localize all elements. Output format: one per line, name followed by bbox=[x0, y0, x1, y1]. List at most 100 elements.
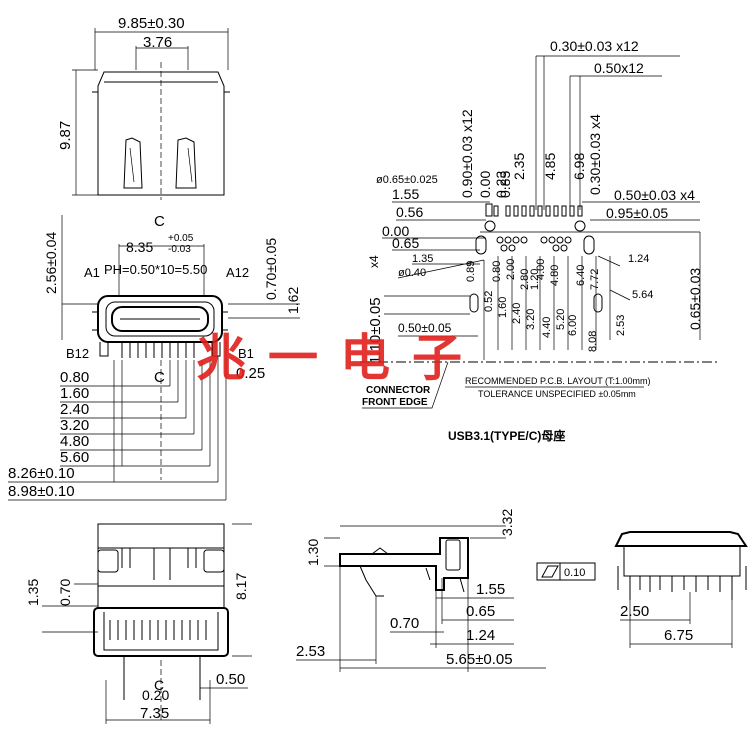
mid-width: 8.35 bbox=[126, 239, 153, 255]
side-d1: 1.55 bbox=[476, 581, 505, 598]
watermark-text: 兆一电子 bbox=[196, 328, 484, 387]
pcb-v5: 4.85 bbox=[542, 153, 558, 180]
pcb-m1: 0.80 bbox=[491, 261, 503, 282]
mid-tol-minus: -0.03 bbox=[168, 244, 191, 255]
b12-label: B12 bbox=[66, 346, 89, 361]
pcb-r1: 0.95±0.05 bbox=[606, 205, 668, 221]
top-height: 9.87 bbox=[57, 121, 74, 150]
front-left-height: 2.56±0.04 bbox=[43, 232, 59, 294]
pcb-pads bbox=[469, 203, 603, 313]
bottom-h3: 8.17 bbox=[233, 573, 249, 600]
center-line-mark-2: C bbox=[154, 369, 165, 386]
pcb-m12: 3.20 bbox=[525, 309, 537, 330]
side-d5: 2.53 bbox=[296, 643, 325, 660]
side-view: 1.30 3.32 1.55 0.65 0.70 1.24 2.53 5.65±… bbox=[296, 509, 546, 672]
pcb-layout: 0.30±0.03 x12 0.50x12 0.90±0.03 x12 0.00… bbox=[360, 38, 720, 409]
pcb-l6: ø0.40 bbox=[398, 267, 426, 279]
pcb-l3: 0.00 bbox=[382, 223, 409, 239]
width-160: 1.60 bbox=[60, 385, 89, 402]
pin-dim: 0.25 bbox=[236, 365, 265, 382]
pcb-v7: 0.30±0.03 x4 bbox=[587, 114, 603, 195]
pcb-m2: 2.00 bbox=[505, 259, 517, 280]
pcb-m7: 6.40 bbox=[575, 265, 587, 286]
pcb-l5: 1.35 bbox=[412, 253, 433, 265]
connector-note-1: CONNECTOR bbox=[366, 385, 431, 396]
center-line-mark: C bbox=[154, 213, 165, 230]
pcb-r2: 1.24 bbox=[628, 253, 649, 265]
right-w2: 6.75 bbox=[664, 627, 693, 644]
width-480: 4.80 bbox=[60, 433, 89, 450]
layout-note-1: RECOMMENDED P.C.B. LAYOUT (T:1.00mm) bbox=[465, 376, 651, 386]
a1-label: A1 bbox=[84, 265, 100, 280]
pcb-l2: 0.56 bbox=[396, 204, 423, 220]
pcb-m6: 4.80 bbox=[549, 265, 561, 286]
pcb-m5: 4.00 bbox=[535, 259, 547, 280]
pcb-v4: 2.35 bbox=[511, 153, 527, 180]
drawing-title: USB3.1(TYPE/C)母座 bbox=[448, 428, 565, 443]
pcb-m14: 5.20 bbox=[555, 309, 567, 330]
width-826: 8.26±0.10 bbox=[8, 465, 75, 482]
pitch-label: PH=0.50*10=5.50 bbox=[104, 262, 207, 277]
pcb-m9: 0.52 bbox=[483, 291, 495, 312]
width-320: 3.20 bbox=[60, 417, 89, 434]
top-width: 9.85±0.30 bbox=[118, 15, 185, 32]
pcb-v6: 6.98 bbox=[571, 153, 587, 180]
bottom-h2: 0.70 bbox=[57, 579, 73, 606]
pcb-m11: 2.40 bbox=[511, 303, 523, 324]
pcb-bottom: 0.50±0.05 bbox=[398, 321, 452, 335]
right-view: 0.10 2.50 6.75 bbox=[536, 531, 748, 648]
mid-tol-plus: +0.05 bbox=[168, 233, 194, 244]
pcb-l1: 1.55 bbox=[392, 186, 419, 202]
pcb-top-a: 0.30±0.03 x12 bbox=[550, 38, 639, 54]
pcb-v2: 0.23 bbox=[493, 171, 509, 198]
layout-note-2: TOLERANCE UNSPECIFIED ±0.05mm bbox=[478, 389, 636, 399]
side-h-left: 1.30 bbox=[305, 539, 321, 566]
pcb-r0: 0.50±0.03 x4 bbox=[614, 187, 695, 203]
side-d3: 0.70 bbox=[390, 615, 419, 632]
width-560: 5.60 bbox=[60, 449, 89, 466]
pcb-l0: ø0.65±0.025 bbox=[376, 174, 438, 186]
pcb-m0: 0.89 bbox=[465, 261, 477, 282]
bottom-w-small: 0.20 bbox=[142, 687, 169, 703]
pcb-l4: 0.65 bbox=[392, 235, 419, 251]
bottom-w-total: 7.35 bbox=[140, 705, 169, 722]
top-view: 9.85±0.30 3.76 9.87 bbox=[57, 15, 230, 200]
front-view: C 8.35 +0.05 -0.03 2.56±0.04 A1 PH=0.50*… bbox=[8, 213, 301, 501]
top-inner: 3.76 bbox=[143, 34, 172, 51]
pcb-m3: 1.20 bbox=[529, 269, 541, 290]
bottom-w-right: 0.50 bbox=[216, 671, 245, 688]
b1-label: B1 bbox=[238, 346, 254, 361]
right-w1: 2.50 bbox=[620, 603, 649, 620]
bottom-h1: 1.35 bbox=[25, 579, 41, 606]
a12-label: A12 bbox=[226, 265, 249, 280]
width-240: 2.40 bbox=[60, 401, 89, 418]
side-d4: 1.24 bbox=[466, 627, 495, 644]
flatness-value: 0.10 bbox=[564, 567, 585, 579]
pcb-v1: 0.00 bbox=[477, 171, 493, 198]
pcb-v3: 0.85 bbox=[497, 171, 513, 198]
pcb-m16: 8.08 bbox=[587, 331, 599, 352]
side-total: 5.65±0.05 bbox=[446, 651, 513, 668]
pcb-m10: 1.60 bbox=[497, 297, 509, 318]
pcb-top-b: 0.50x12 bbox=[594, 60, 644, 76]
width-898: 8.98±0.10 bbox=[8, 483, 75, 500]
pcb-m17: 2.53 bbox=[615, 315, 627, 336]
side-d2: 0.65 bbox=[466, 603, 495, 620]
pcb-r3: 5.64 bbox=[632, 289, 653, 301]
pcb-m4: 2.80 bbox=[519, 269, 531, 290]
pcb-left-vert: 1.10±0.05 bbox=[367, 297, 384, 364]
pcb-l7: x4 bbox=[367, 255, 381, 268]
pcb-v0: 0.90±0.03 x12 bbox=[459, 109, 475, 198]
pcb-r4: 0.65±0.03 bbox=[687, 268, 703, 330]
center-line-mark-3: C bbox=[154, 677, 164, 693]
front-right-b: 1.62 bbox=[285, 287, 301, 314]
pcb-m15: 6.00 bbox=[567, 315, 579, 336]
bottom-view: 1.35 0.70 8.17 0.20 7.35 0.50 C bbox=[25, 523, 252, 724]
side-h-right: 3.32 bbox=[499, 509, 515, 536]
width-080: 0.80 bbox=[60, 369, 89, 386]
front-right-a: 0.70±0.05 bbox=[263, 238, 279, 300]
pcb-m13: 4.40 bbox=[541, 317, 553, 338]
pcb-m8: 7.72 bbox=[589, 269, 601, 290]
connector-note-2: FRONT EDGE bbox=[362, 397, 428, 408]
